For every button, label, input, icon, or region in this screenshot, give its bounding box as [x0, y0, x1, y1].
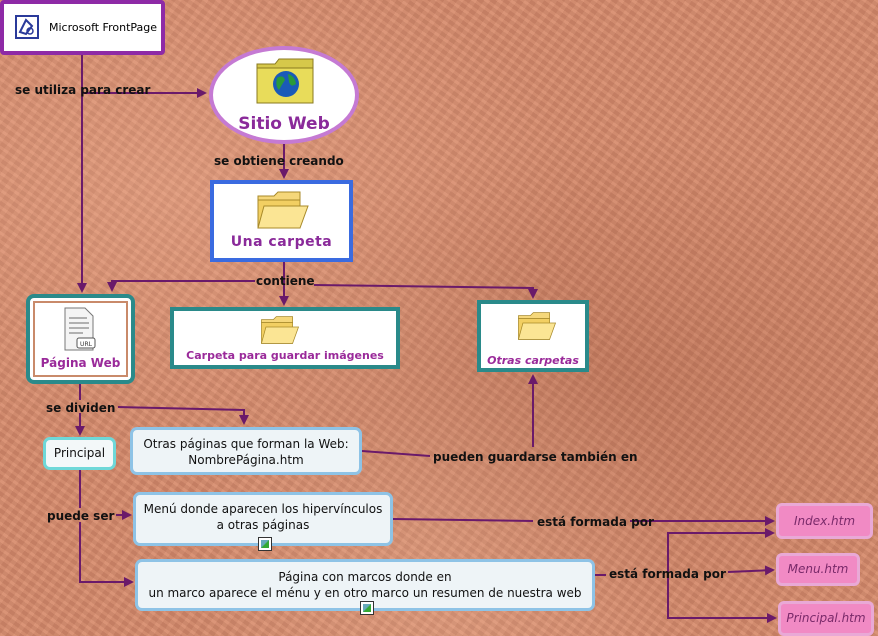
- link-label-se-utiliza: se utiliza para crear: [15, 83, 151, 97]
- edge-menu-formada: [392, 518, 534, 522]
- sitio-web-label: Sitio Web: [238, 114, 330, 134]
- link-label-se-dividen: se dividen: [46, 401, 116, 415]
- edge-otrasw-guardarse: [361, 450, 431, 457]
- menu-htm-node: Menu.htm: [776, 553, 860, 586]
- image-icon: [258, 537, 272, 551]
- web-page-icon: URL: [64, 307, 96, 351]
- otras-paginas-node: Otras páginas que forman la Web: NombreP…: [130, 427, 362, 475]
- una-carpeta-label: Una carpeta: [230, 234, 333, 250]
- folder-icon: [260, 316, 300, 344]
- menu-htm-label: Menu.htm: [787, 562, 849, 576]
- image-icon: [360, 601, 374, 615]
- marcos-line1: Página con marcos donde en: [278, 570, 452, 584]
- pagina-web-node: URL Página Web: [26, 294, 135, 384]
- principal-node: Principal: [43, 437, 116, 470]
- marcos-line2: un marco aparece el ménu y en otro marco…: [148, 586, 582, 600]
- link-label-formada-1: está formada por: [537, 515, 654, 529]
- link-label-formada-2: está formada por: [609, 567, 726, 581]
- edge-contiene-otras: [313, 284, 538, 299]
- edge-formada-indexup: [667, 528, 775, 575]
- menu-line2: a otras páginas: [216, 518, 310, 532]
- globe-folder-icon: [256, 58, 314, 104]
- principal-label: Principal: [53, 446, 106, 460]
- principal-htm-node: Principal.htm: [778, 601, 874, 636]
- frontpage-icon: [15, 15, 39, 39]
- principal-htm-label: Principal.htm: [786, 611, 866, 625]
- link-label-puede-ser: puede ser: [47, 509, 115, 523]
- menu-node: Menú donde aparecen los hipervínculos a …: [133, 492, 393, 551]
- carpeta-imagenes-label: Carpeta para guardar imágenes: [186, 349, 384, 362]
- frontpage-node: Microsoft FrontPage: [0, 0, 165, 55]
- edge-dividen-otrasw: [117, 406, 249, 425]
- edge-formada-principalhtm: [667, 575, 777, 623]
- pagina-web-label: Página Web: [40, 356, 121, 370]
- otras-carpetas-node: Otras carpetas: [477, 300, 589, 372]
- pagina-web-inner-border: [33, 301, 128, 377]
- sitio-web-node: Sitio Web: [209, 46, 359, 144]
- link-label-contiene: contiene: [256, 274, 315, 288]
- edge-formada-menuhtm: [727, 565, 775, 576]
- edge-contiene-pagina: [107, 280, 255, 292]
- folder-icon: [517, 312, 557, 340]
- otras-paginas-line2: NombrePágina.htm: [188, 453, 304, 467]
- index-htm-node: Index.htm: [776, 503, 873, 539]
- otras-carpetas-label: Otras carpetas: [487, 354, 579, 367]
- index-htm-label: Index.htm: [793, 514, 856, 528]
- carpeta-imagenes-node: Carpeta para guardar imágenes: [170, 307, 400, 369]
- folder-icon: [257, 191, 309, 229]
- frontpage-label: Microsoft FrontPage: [49, 21, 158, 34]
- marcos-node: Página con marcos donde en un marco apar…: [135, 559, 595, 615]
- link-label-pueden-guardarse: pueden guardarse también en: [433, 450, 638, 464]
- link-label-se-obtiene: se obtiene creando: [214, 154, 344, 168]
- otras-paginas-line1: Otras páginas que forman la Web:: [143, 437, 349, 451]
- url-badge-label: URL: [80, 341, 93, 348]
- edge-puede-marcos: [79, 522, 134, 587]
- menu-line1: Menú donde aparecen los hipervínculos: [143, 502, 383, 516]
- una-carpeta-node: Una carpeta: [210, 180, 353, 262]
